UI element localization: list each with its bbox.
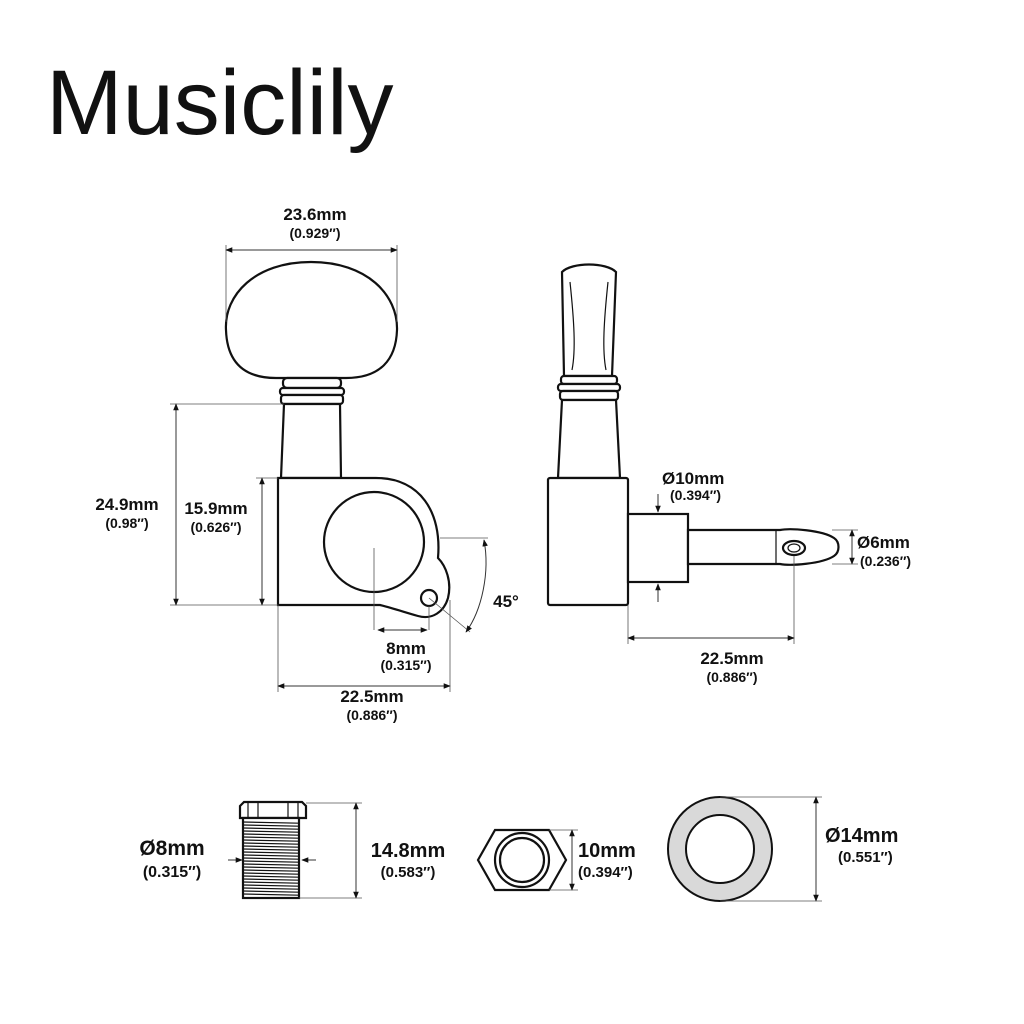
thread-line xyxy=(242,887,300,890)
thread-line xyxy=(242,854,300,857)
post-base xyxy=(626,512,690,584)
collar-ring xyxy=(279,393,345,406)
thread-line xyxy=(242,821,300,824)
housing-height-inch-label: (0.626″) xyxy=(190,519,241,535)
thread-line xyxy=(242,839,300,842)
bushing-dia-label: Ø8mm xyxy=(139,837,204,860)
washer-dia-label: Ø14mm xyxy=(825,825,898,847)
thread-line xyxy=(242,863,300,866)
thread-line xyxy=(242,872,300,875)
post-base-dia-inch-label: (0.394″) xyxy=(670,487,721,503)
tuner-shaft xyxy=(279,402,343,480)
thread-line xyxy=(242,884,300,887)
side-collar-ring xyxy=(558,389,620,402)
post-dia-label: Ø6mm xyxy=(857,533,910,552)
side-shaft xyxy=(556,398,622,480)
side-housing xyxy=(546,476,630,607)
bushing-length-inch-label: (0.583″) xyxy=(381,864,436,881)
button-width-inch-label: (0.929″) xyxy=(289,225,340,241)
washer-hole xyxy=(685,814,755,884)
thread-line xyxy=(242,827,300,830)
post-length-inch-label: (0.886″) xyxy=(706,669,757,685)
string-post xyxy=(686,528,840,566)
thread-line xyxy=(242,893,300,896)
thread-line xyxy=(242,860,300,863)
thread-line xyxy=(242,842,300,845)
post-dia-inch-label: (0.236″) xyxy=(860,553,911,569)
side-button xyxy=(560,263,618,378)
washer-view: Ø14mm (0.551″) xyxy=(667,796,898,902)
tab-angle-label: 45° xyxy=(493,592,519,611)
nut-size-inch-label: (0.394″) xyxy=(578,864,633,881)
washer-dia-inch-label: (0.551″) xyxy=(838,849,893,866)
thread-line xyxy=(242,890,300,893)
button-width-label: 23.6mm xyxy=(283,205,346,224)
screw-offset-inch-label: (0.315″) xyxy=(380,657,431,673)
side-collar xyxy=(559,374,619,386)
front-view: 23.6mm (0.929″) 24.9mm (0.98″) 15.9mm (0… xyxy=(95,205,519,723)
housing-width-label: 22.5mm xyxy=(340,687,403,706)
tuner-button xyxy=(224,260,399,380)
thread-line xyxy=(242,857,300,860)
thread-line xyxy=(242,881,300,884)
thread-line xyxy=(242,836,300,839)
total-height-label: 24.9mm xyxy=(95,495,158,514)
thread-line xyxy=(242,875,300,878)
thread-line xyxy=(242,848,300,851)
nut-size-label: 10mm xyxy=(578,840,636,862)
button-collar xyxy=(281,376,343,390)
screw-offset-label: 8mm xyxy=(386,639,426,658)
post-length-label: 22.5mm xyxy=(700,649,763,668)
nut-hole-inner xyxy=(498,836,546,884)
housing-width-inch-label: (0.886″) xyxy=(346,707,397,723)
bushing-length-label: 14.8mm xyxy=(371,840,446,862)
thread-line xyxy=(242,851,300,854)
thread-line xyxy=(242,869,300,872)
brand-title: Musiclily xyxy=(46,52,394,154)
thread-line xyxy=(242,824,300,827)
thread-line xyxy=(242,833,300,836)
thread-line xyxy=(242,845,300,848)
thread-line xyxy=(242,878,300,881)
side-view: Ø10mm (0.394″) Ø6mm (0.236″) 22.5mm (0.8… xyxy=(546,263,911,685)
bushing-view: Ø8mm (0.315″) 14.8mm (0.583″) xyxy=(139,800,446,900)
post-base-dia-label: Ø10mm xyxy=(662,469,724,488)
total-height-inch-label: (0.98″) xyxy=(105,515,148,531)
bushing-flange xyxy=(238,800,308,820)
thread-line xyxy=(242,830,300,833)
thread-line xyxy=(242,866,300,869)
bushing-dia-inch-label: (0.315″) xyxy=(143,864,201,881)
hex-nut-view: 10mm (0.394″) xyxy=(476,828,636,892)
string-hole xyxy=(781,539,807,557)
housing-height-label: 15.9mm xyxy=(184,499,247,518)
